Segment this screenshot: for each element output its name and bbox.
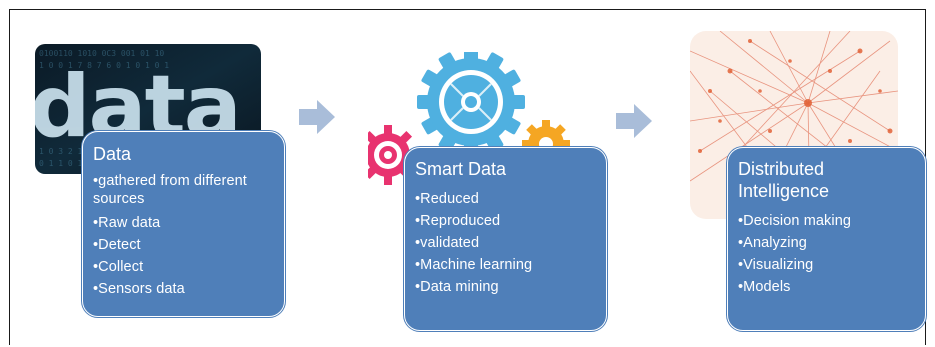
stage-item-list: •Decision making •Analyzing •Visualizing…: [738, 210, 925, 298]
stage-item: •Data mining: [415, 279, 499, 295]
stage-item: •Analyzing: [738, 235, 807, 251]
stage-title: Smart Data: [415, 159, 507, 179]
stage-card-data: Data •gathered from different sources •R…: [82, 131, 285, 317]
svg-text:0100110 1010 0C3 001 01 10: 0100110 1010 0C3 001 01 10: [39, 49, 164, 58]
stage-item: •Sensors data: [93, 281, 185, 297]
stage-title: Distributed Intelligence: [738, 159, 830, 201]
stage-item: •gathered from different sources: [93, 173, 247, 207]
stage-title: Data: [93, 144, 132, 164]
stage-item-list: •gathered from different sources •Raw da…: [93, 172, 284, 300]
stage-item-list: •Reduced •Reproduced •validated •Machine…: [415, 188, 606, 298]
stage-item: •Collect: [93, 259, 144, 275]
stage-item: •Machine learning: [415, 257, 533, 273]
stage-item: •Raw data: [93, 215, 161, 231]
stage-item: •validated: [415, 235, 480, 251]
stage-item: •Models: [738, 279, 791, 295]
stage-card-smart-data: Smart Data •Reduced •Reproduced •validat…: [404, 147, 607, 331]
stage-item: •Reproduced: [415, 213, 501, 229]
stage-item: •Visualizing: [738, 257, 814, 273]
stage-item: •Decision making: [738, 213, 852, 229]
arrow-right-icon: [299, 100, 335, 139]
stage-item: •Reduced: [415, 191, 479, 207]
arrow-right-icon: [616, 104, 652, 143]
svg-text:1 0 0 1 7 8 7 6 0 1 0 1 0 1: 1 0 0 1 7 8 7 6 0 1 0 1 0 1: [39, 61, 169, 70]
stage-item: •Detect: [93, 237, 141, 253]
stage-card-distributed-intelligence: Distributed Intelligence •Decision makin…: [727, 147, 926, 331]
